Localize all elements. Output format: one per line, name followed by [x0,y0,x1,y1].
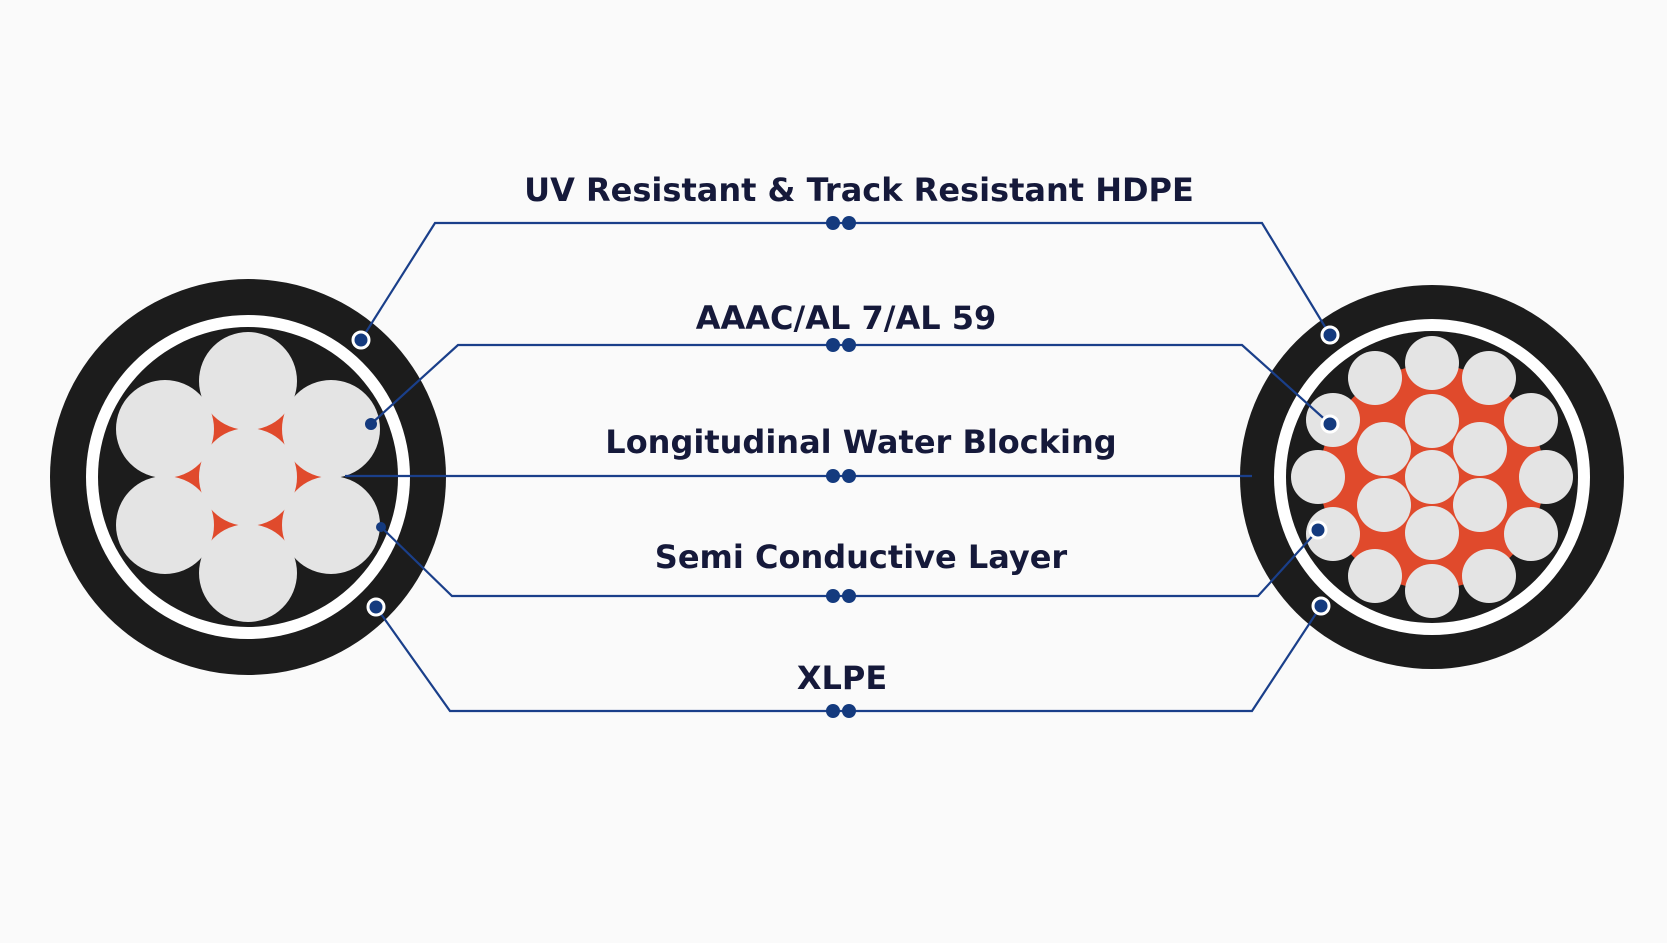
anchor-dot-left-semi-conductive [376,522,386,532]
left-strand [199,428,297,526]
mid-dot [842,704,856,718]
label-conductor: AAAC/AL 7/AL 59 [696,299,997,337]
double-dot-semi-conductive [826,589,856,603]
leader-line-conductor [370,343,1331,425]
double-dot-xlpe [826,704,856,718]
anchor-dot-left-conductor [365,418,377,430]
mid-dot [842,338,856,352]
mid-dot [826,338,840,352]
left-cable [50,279,446,675]
left-strand [116,380,214,478]
right-strand [1462,549,1516,603]
anchor-dot-left-xlpe [366,597,386,617]
right-strand [1504,393,1558,447]
label-water-blocking: Longitudinal Water Blocking [605,423,1116,461]
right-strand [1405,564,1459,618]
anchor-dot-right-xlpe [1311,596,1331,616]
anchor-dot-right-conductor [1320,414,1340,434]
layer-labels: UV Resistant & Track Resistant HDPE AAAC… [524,171,1194,697]
left-strand [199,332,297,430]
right-strand [1519,450,1573,504]
mid-dot [842,589,856,603]
double-dot-conductor [826,338,856,352]
right-strand [1453,478,1507,532]
right-strand [1357,478,1411,532]
mid-dot [826,469,840,483]
right-strands [1291,336,1573,618]
left-strand [199,524,297,622]
left-strands [116,332,380,622]
right-strand [1462,351,1516,405]
right-strand [1291,450,1345,504]
label-xlpe: XLPE [797,659,887,697]
right-strand [1405,506,1459,560]
right-strand [1504,507,1558,561]
right-strand [1348,351,1402,405]
mid-dot [842,216,856,230]
left-strand [282,476,380,574]
anchor-dot-right-hdpe [1320,325,1340,345]
leader-lines [345,221,1331,713]
anchor-dot-left-hdpe [351,330,371,350]
right-cable [1240,285,1624,669]
left-strand [116,476,214,574]
right-strand [1405,336,1459,390]
left-strand [282,380,380,478]
double-dot-water-blocking [826,469,856,483]
midline-dots [826,216,856,718]
mid-dot [826,589,840,603]
mid-dot [842,469,856,483]
cable-anchor-dots [351,325,1340,617]
mid-dot [826,216,840,230]
right-strand [1405,450,1459,504]
label-semi-conductive: Semi Conductive Layer [655,538,1068,576]
right-strand [1306,507,1360,561]
right-strand [1357,422,1411,476]
mid-dot [826,704,840,718]
label-hdpe: UV Resistant & Track Resistant HDPE [524,171,1194,209]
double-dot-hdpe [826,216,856,230]
right-strand [1453,422,1507,476]
right-strand [1348,549,1402,603]
anchor-dot-right-semi-conductive [1308,520,1328,540]
right-strand [1405,394,1459,448]
